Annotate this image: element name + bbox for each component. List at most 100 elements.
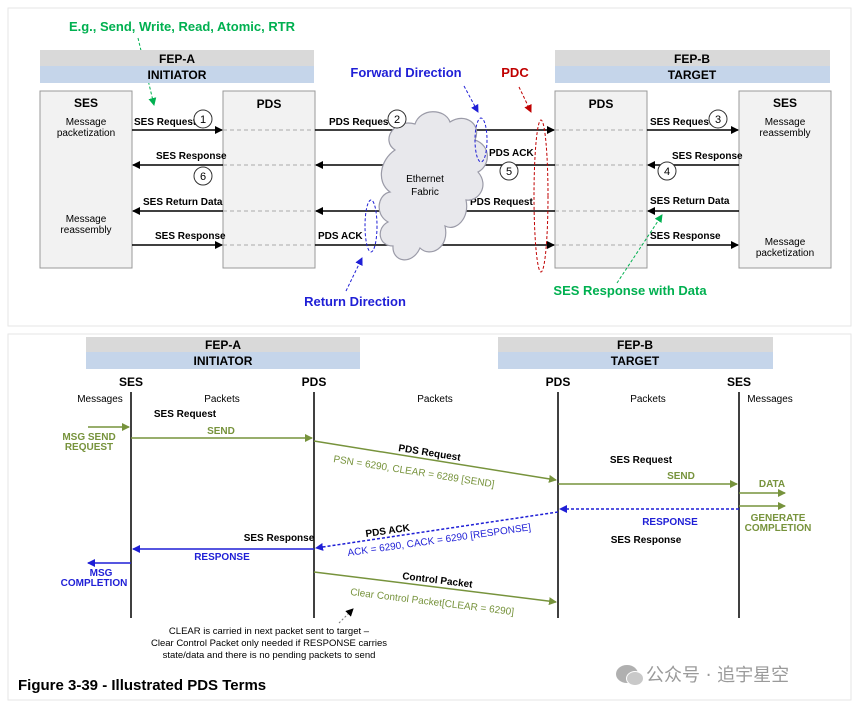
note-line3: state/data and there is no pending packe… [163,650,376,661]
fep-b-role: TARGET [668,68,717,82]
fep-b-title: FEP-B [674,52,710,66]
pds-ack-arrow [315,511,559,551]
label-ses-request-right: SES Request [650,117,713,128]
response-b-label: RESPONSE [642,517,698,528]
send-a-label: SEND [207,426,235,437]
label-pds-ack-top: PDS ACK [489,148,534,159]
send-b-label: SEND [667,471,695,482]
right-pds-box [554,90,648,269]
ses-response-b-label: SES Response [611,535,682,546]
bottom-panel-border [7,333,852,701]
pds-request-label: PDS Request [398,443,462,464]
step-5-circle [499,161,519,181]
msg-send-request-line2: REQUEST [65,442,113,453]
cloud-line2: Fabric [411,187,439,198]
cloud-line1: Ethernet [406,174,444,185]
pds-request-arrow [313,440,557,483]
return-direction-pointer [345,257,363,292]
right-pds-label: PDS [589,97,614,111]
forward-direction-pointer [463,85,479,113]
step-6-circle [193,166,213,186]
left-ses-label: SES [74,96,98,110]
fep-a-header-top [40,50,314,66]
pdc-ellipse [533,119,549,273]
step-4-circle [657,161,677,181]
return-direction-ellipse [364,199,378,253]
left-ses-bottom-line1: Message [66,214,107,225]
left-ses-top-line2: packetization [57,128,115,139]
forward-direction-label: Forward Direction [350,65,461,80]
pds-box-dashed-lines [223,129,647,246]
top-panel-border [7,7,852,327]
return-direction-label: Return Direction [304,294,406,309]
ses-response-a-label: SES Response [244,533,315,544]
fep-a-header-bottom [40,66,314,83]
control-packet-arrow [313,571,557,606]
label-ses-response-bottom-left: SES Response [155,231,226,242]
data-label: DATA [759,479,785,490]
msg-completion-line2: COMPLETION [61,578,128,589]
b-fep-a-header-top [86,337,360,352]
step-1-number: 1 [200,114,206,126]
b-fep-b-title: FEP-B [617,338,653,352]
ses-response-with-data-label: SES Response with Data [553,283,707,298]
label-ses-response-bottom-right: SES Response [650,231,721,242]
left-ses-bottom-line2: reassembly [60,225,111,236]
left-pds-box [222,90,316,269]
ethernet-fabric-cloud: Ethernet Fabric [378,111,488,261]
note-pointer [338,608,354,624]
label-pds-request-forward: PDS Request [329,117,392,128]
label-ses-request-left: SES Request [134,117,197,128]
lane-ses-a: SES [119,375,143,389]
label-ses-response-right: SES Response [672,151,743,162]
forward-direction-ellipse [474,117,488,163]
right-ses-box [738,90,832,269]
lane-pds-b: PDS [546,375,571,389]
ses-response-with-data-pointer [616,214,663,284]
b-fep-a-header-bottom [86,352,360,369]
response-a-label: RESPONSE [194,552,250,563]
fep-a-role: INITIATOR [148,68,207,82]
step-3-circle [708,109,728,129]
step-6-number: 6 [200,171,206,183]
step-5-number: 5 [506,166,512,178]
fep-a-title: FEP-A [159,52,195,66]
b-fep-b-header-bottom [498,352,773,369]
note-line2: Clear Control Packet only needed if RESP… [151,638,387,649]
lane-pds-a: PDS [302,375,327,389]
pdc-pointer [518,86,532,113]
generate-completion-line1: GENERATE [751,513,806,524]
msg-send-request-line1: MSG SEND [62,432,115,443]
label-ses-return-data-left: SES Return Data [143,197,223,208]
label-pds-request-return: PDS Request [470,197,533,208]
packets-label-mid: Packets [417,394,453,405]
right-ses-top-line1: Message [765,117,806,128]
step-2-number: 2 [394,114,400,126]
b-fep-b-role: TARGET [611,354,660,368]
b-fep-a-title: FEP-A [205,338,241,352]
right-ses-top-line2: reassembly [759,128,810,139]
messages-label-left: Messages [77,394,123,405]
wechat-icon [616,665,644,686]
right-ses-bottom-line2: packetization [756,248,814,259]
b-fep-b-header-top [498,337,773,352]
lane-ses-b: SES [727,375,751,389]
note-line1: CLEAR is carried in next packet sent to … [169,626,370,637]
ses-request-a-label: SES Request [154,409,217,420]
step-3-number: 3 [715,114,721,126]
label-ses-response-left: SES Response [156,151,227,162]
control-packet-detail: Clear Control Packet[CLEAR = 6290] [350,587,515,618]
pdc-label: PDC [501,65,529,80]
step-circles: 1 2 3 4 5 6 [193,109,728,186]
b-fep-a-role: INITIATOR [194,354,253,368]
watermark-text: 公众号 · 追宇星空 [646,665,790,686]
messages-label-right: Messages [747,394,793,405]
step-2-circle [387,109,407,129]
step-4-number: 4 [664,166,670,178]
right-ses-label: SES [773,96,797,110]
figure-caption: Figure 3-39 - Illustrated PDS Terms [18,677,267,694]
pds-request-detail: PSN = 6290, CLEAR = 6289 [SEND] [333,454,496,490]
example-ops-label: E.g., Send, Write, Read, Atomic, RTR [69,19,296,34]
